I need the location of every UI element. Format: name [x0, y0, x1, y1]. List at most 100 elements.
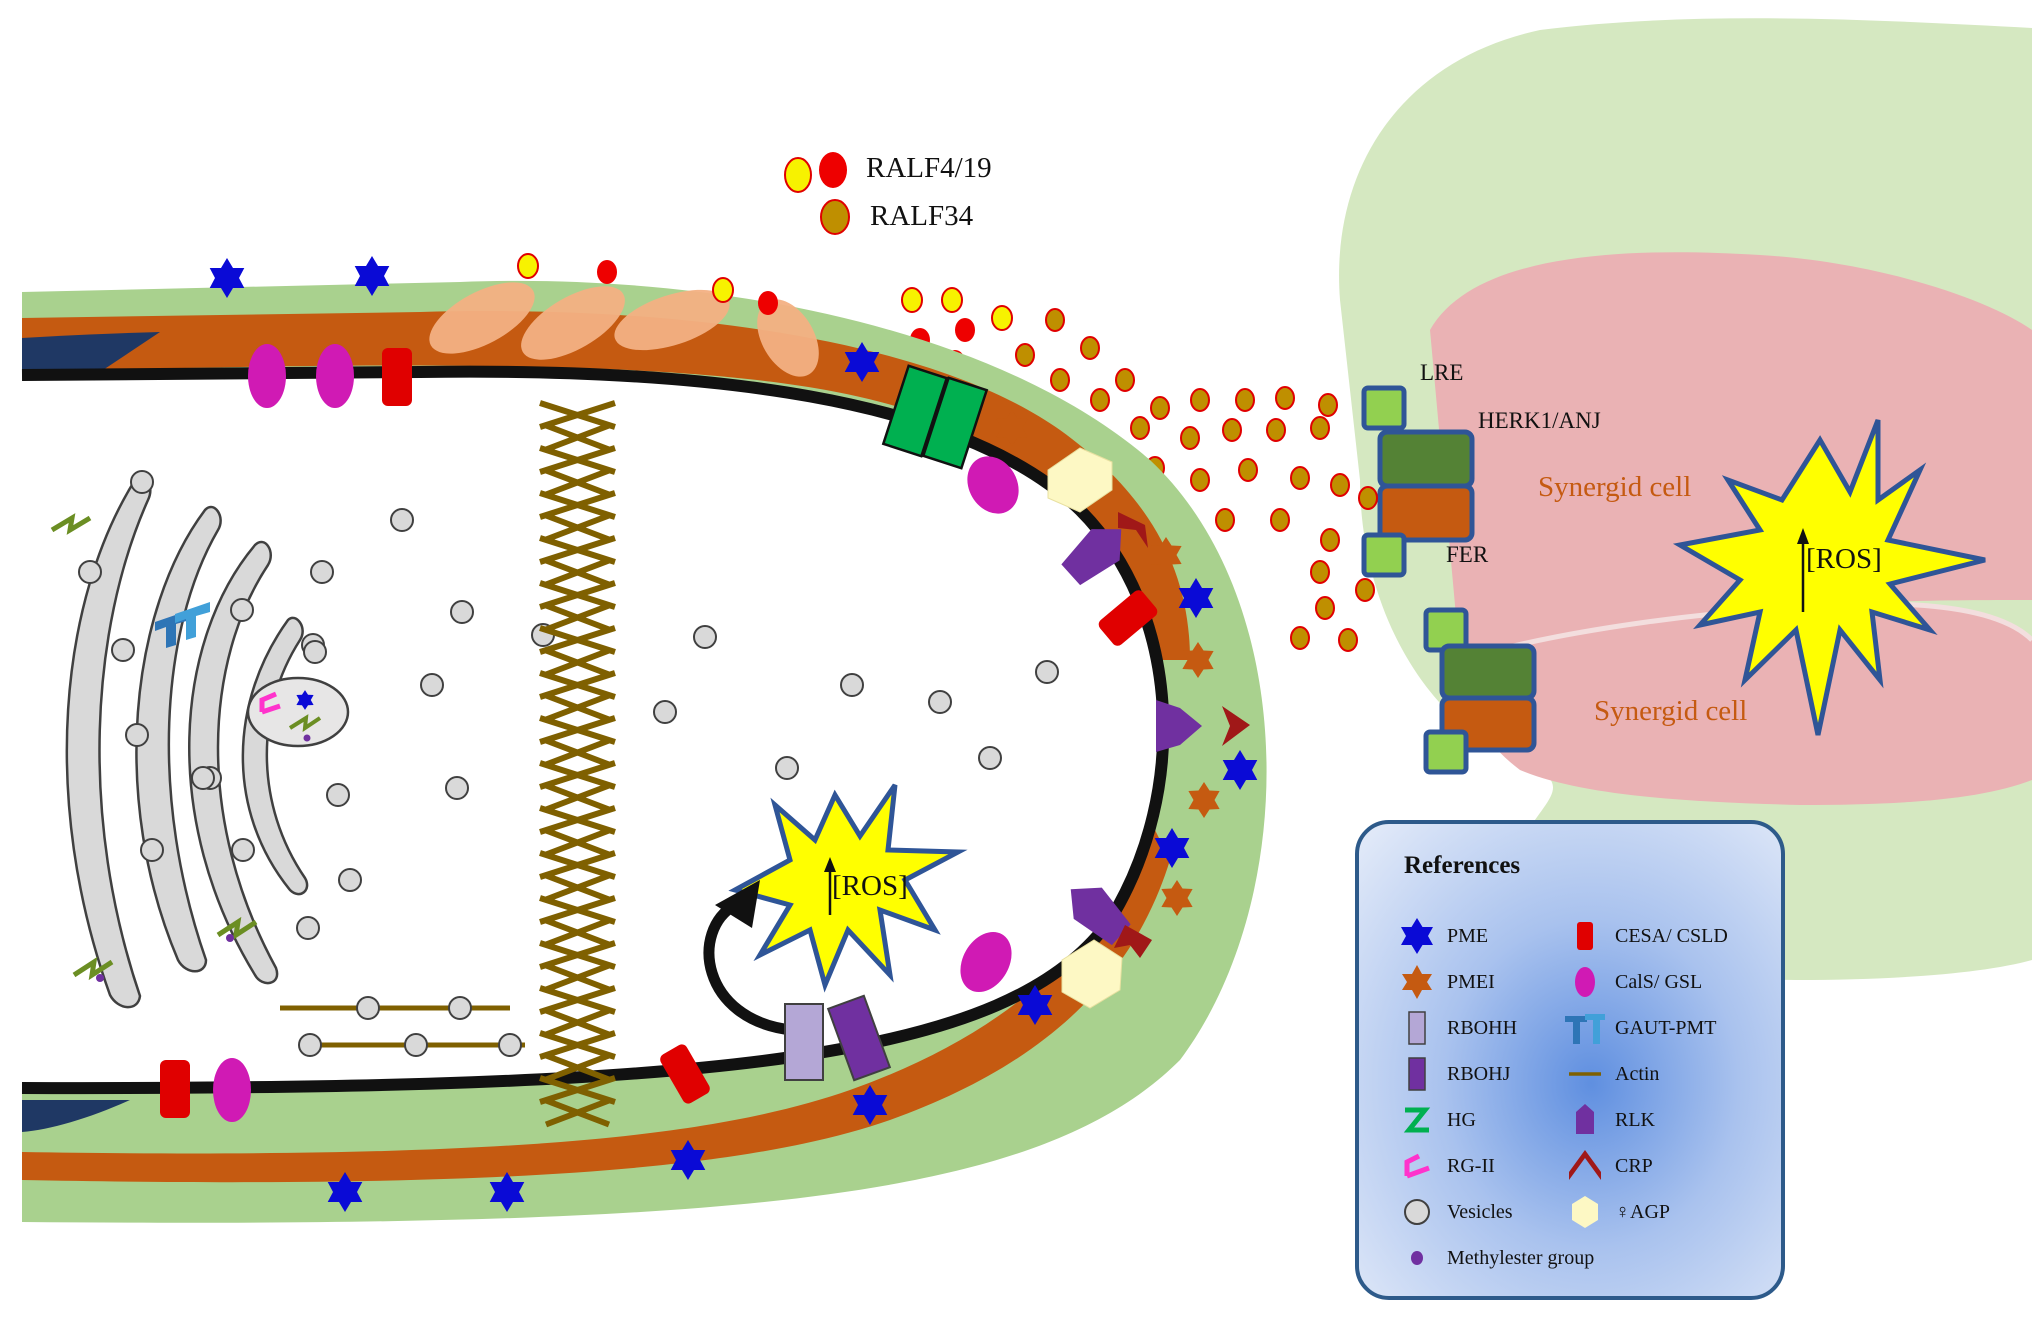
cesa-2	[1098, 590, 1158, 646]
legend-item-label: PMEI	[1447, 970, 1495, 993]
ralf419-yellow-peptide-key	[784, 157, 812, 193]
tube-dark-band-bottom	[22, 1100, 130, 1132]
ros-arrowhead-synergid	[1797, 528, 1809, 544]
green-channel-left	[881, 364, 949, 458]
vesicle	[130, 470, 154, 494]
ralf34-peptide	[1150, 396, 1170, 420]
receptor2-dark-block	[1439, 643, 1537, 701]
ralf34-peptide	[1090, 388, 1110, 412]
ros-burst-synergid: [ROS]	[1672, 419, 1986, 736]
cals-3	[967, 456, 1019, 514]
actin-filament	[544, 962, 611, 993]
vesicle	[1035, 660, 1059, 684]
ralf34-peptide	[1190, 468, 1210, 492]
legend-item-label: Methylester group	[1447, 1246, 1595, 1269]
ralf34-peptide	[1290, 466, 1310, 490]
golgi-cargo	[50, 513, 350, 982]
ralf34-peptide	[1190, 388, 1210, 412]
actin-filament	[539, 580, 616, 610]
ralf-legend: RALF4/19 RALF34	[784, 152, 992, 235]
actin-filament	[544, 737, 611, 768]
vesicle	[231, 838, 255, 862]
legend-item-actin: Actin	[1565, 1054, 1659, 1094]
ralf34-peptide	[1318, 393, 1338, 417]
ros-star-synergid	[1672, 419, 1986, 736]
vesicle-circle-icon	[1404, 1199, 1430, 1225]
actin-filament	[539, 985, 616, 1015]
actin-filament	[539, 940, 616, 970]
synergid-top-label: Synergid cell	[1538, 471, 1691, 503]
ralf34-peptide	[1266, 418, 1286, 442]
actin-filament	[544, 1052, 611, 1083]
legend-item-crp: CRP	[1565, 1146, 1653, 1186]
methylester-on-golgi-1	[96, 974, 104, 982]
ralf34-peptides	[1015, 308, 1378, 652]
legend-item-label: Vesicles	[1447, 1200, 1513, 1223]
hg-on-golgi-1	[50, 513, 92, 535]
ros-star-tube	[728, 783, 968, 993]
rlk-3	[1070, 887, 1131, 946]
ros-burst-tube: [ROS]	[703, 783, 968, 1036]
agp-2	[1061, 939, 1123, 1009]
ralf34-peptide	[1355, 578, 1375, 602]
ralf34-peptide	[1338, 628, 1358, 652]
vesicle-on-actin-2	[448, 996, 472, 1020]
vesicle	[111, 638, 135, 662]
rlk-crp-pairs	[1061, 512, 1250, 958]
actin-filament	[544, 647, 611, 678]
crp-2	[1222, 706, 1250, 746]
green-channel-right	[921, 376, 989, 470]
legend-item-rg-ii: RG-II	[1397, 1146, 1495, 1186]
fer-label: FER	[1446, 542, 1489, 567]
rg2-in-vesicle	[259, 691, 281, 715]
receptor-complex-2	[1423, 607, 1537, 775]
legend-item-label: RLK	[1615, 1108, 1655, 1131]
ralf34-peptide	[1050, 368, 1070, 392]
wall-oval-1	[429, 282, 535, 354]
ralf419-red-peptide	[955, 318, 975, 342]
wall-ralf-red-1	[597, 260, 617, 284]
wall-ralf-yellow-1	[517, 253, 539, 279]
ralf34-peptide	[1310, 416, 1330, 440]
actin-filament	[544, 782, 611, 813]
ralf34-peptide	[1358, 486, 1378, 510]
vesicle	[296, 916, 320, 940]
methylester-in-vesicle	[303, 734, 311, 742]
legend-item-rbohj: RBOHJ	[1397, 1054, 1510, 1094]
legend-item-agp: ♀AGP	[1565, 1192, 1670, 1232]
actin-filament	[539, 715, 616, 745]
vesicle	[191, 766, 215, 790]
actin-filament	[544, 917, 611, 948]
rbohj	[826, 994, 892, 1082]
actin-filament	[539, 850, 616, 880]
legend-item-label: GAUT-PMT	[1615, 1016, 1717, 1039]
ralf34-peptide	[1015, 343, 1035, 367]
legend-item-label: Actin	[1615, 1062, 1660, 1085]
vesicle	[693, 625, 717, 649]
hg-zigzag-icon	[1403, 1107, 1431, 1133]
rlk-pentagon-icon	[1576, 1104, 1594, 1134]
legend-item-label: CRP	[1615, 1154, 1653, 1177]
crp-3	[1114, 925, 1152, 958]
rbohh-rect-icon	[1408, 1011, 1426, 1045]
membrane-proteins	[160, 344, 1158, 1122]
wall-ovals	[429, 282, 819, 377]
actin-filament	[539, 1075, 616, 1105]
actin-filament	[539, 670, 616, 700]
legend-item-hg: HG	[1397, 1100, 1476, 1140]
herk1-anj-dark-block	[1377, 429, 1475, 489]
ros-label-synergid: [ROS]	[1806, 543, 1882, 575]
legend-item-gaut-pmt: GAUT-PMT	[1565, 1008, 1717, 1048]
vesicle-on-actin-5	[498, 1033, 522, 1057]
actin-filament	[539, 805, 616, 835]
rlk-1	[1061, 529, 1122, 586]
vesicle	[840, 673, 864, 697]
ralf419-yellow-peptide	[901, 287, 923, 313]
vesicle	[978, 746, 1002, 770]
actin-vesicles	[298, 996, 522, 1057]
legend-title: References	[1404, 852, 1521, 879]
fer-orange-block	[1377, 483, 1475, 543]
actin-filament	[544, 872, 611, 903]
legend-item-label: CESA/ CSLD	[1615, 924, 1728, 947]
